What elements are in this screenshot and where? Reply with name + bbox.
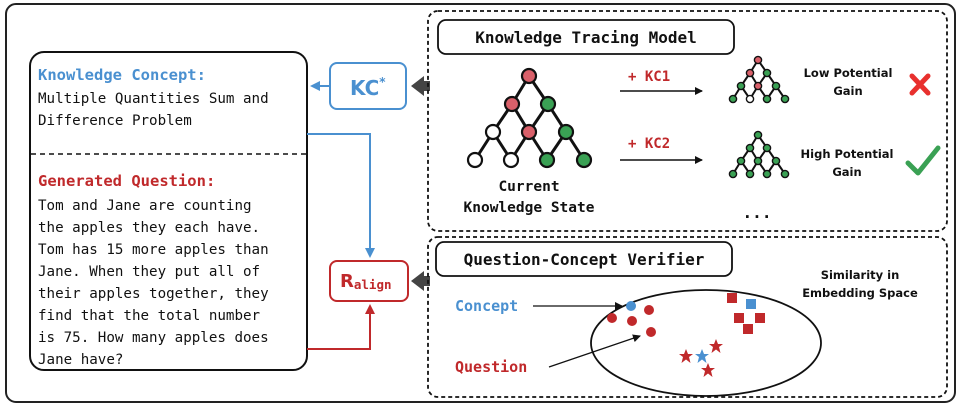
outer-frame xyxy=(5,3,956,403)
question-point xyxy=(743,324,753,334)
question-line-2: the apples they each have. xyxy=(38,220,260,236)
r-align-label: Ralign xyxy=(340,271,392,292)
space-label-line-1: Similarity in xyxy=(821,268,900,282)
tree-node xyxy=(520,123,538,141)
question-point xyxy=(644,305,654,315)
verifier-title: Question-Concept Verifier xyxy=(464,250,705,269)
question-point xyxy=(727,293,737,303)
left-panel xyxy=(29,51,308,371)
tree-node xyxy=(780,169,790,179)
tree-node xyxy=(736,81,746,91)
question-point xyxy=(755,313,765,323)
tree-node xyxy=(502,151,520,169)
concept-to-ralign-arrow xyxy=(307,133,375,258)
verifier-title-box xyxy=(435,241,733,277)
question-point xyxy=(646,327,656,337)
outcome-tree-high-nodes xyxy=(728,130,790,179)
outcome-tree-low xyxy=(732,59,786,100)
question-label: Question xyxy=(455,358,527,376)
tree-node xyxy=(745,68,755,78)
cross-icon xyxy=(909,73,931,96)
question-line-8: Jane have? xyxy=(38,352,123,368)
tree-node xyxy=(762,169,772,179)
tree-node xyxy=(753,81,763,91)
question-line-4: Jane. When they put all of xyxy=(38,264,260,280)
question-line-7: is 75. How many apples does xyxy=(38,330,269,346)
state-label-line-1: Current xyxy=(498,179,559,195)
tree-node xyxy=(771,156,781,166)
outcome-tree-low-nodes xyxy=(728,55,790,104)
tree-node xyxy=(762,68,772,78)
tree-node xyxy=(539,95,557,113)
tree-node xyxy=(753,156,763,166)
space-label-line-2: Embedding Space xyxy=(802,286,918,300)
tree-node xyxy=(745,169,755,179)
outcome2-line-1: High Potential xyxy=(801,147,894,161)
square-cluster xyxy=(727,293,765,334)
verifier-panel xyxy=(427,236,948,398)
kt-to-kc-arrow xyxy=(411,76,430,96)
question-point xyxy=(709,339,723,353)
tree-node xyxy=(728,169,738,179)
tree-node xyxy=(520,67,538,85)
tree-node xyxy=(484,123,502,141)
question-point xyxy=(734,313,744,323)
concept-text-line-2: Difference Problem xyxy=(38,113,192,129)
verifier-to-ralign-arrow xyxy=(411,271,430,291)
embedding-space xyxy=(590,289,822,397)
tree-node xyxy=(771,81,781,91)
outcome1-line-1: Low Potential xyxy=(804,66,893,80)
kt-model-title-box xyxy=(437,19,735,55)
tree-node xyxy=(753,55,763,65)
arrow-kc2-label: + KC2 xyxy=(628,136,670,152)
r-align-box xyxy=(329,260,409,302)
question-line-6: find that the total number xyxy=(38,308,260,324)
knowledge-state-nodes xyxy=(466,67,593,169)
tree-node xyxy=(575,151,593,169)
state-label-line-2: Knowledge State xyxy=(464,200,595,216)
tree-node xyxy=(557,123,575,141)
tree-node xyxy=(538,151,556,169)
question-point xyxy=(607,313,617,323)
tree-node xyxy=(745,94,755,104)
tree-node xyxy=(503,95,521,113)
kt-model-title: Knowledge Tracing Model xyxy=(475,28,697,47)
kc-box-label: KC* xyxy=(350,75,386,100)
arrow-kc1-label: + KC1 xyxy=(628,69,670,85)
tree-node xyxy=(728,94,738,104)
tree-node xyxy=(466,151,484,169)
tree-node xyxy=(736,156,746,166)
question-heading: Generated Question: xyxy=(38,172,215,190)
concept-point xyxy=(695,349,709,363)
tree-node xyxy=(780,94,790,104)
tree-node xyxy=(753,130,763,140)
question-point xyxy=(701,363,715,377)
outcome1-line-2: Gain xyxy=(833,84,862,98)
ellipsis: ... xyxy=(743,203,772,222)
question-to-ralign-arrow xyxy=(307,304,375,350)
question-line-5: their apples together, they xyxy=(38,286,269,302)
question-line-3: Tom has 15 more apples than xyxy=(38,242,269,258)
star-cluster xyxy=(679,339,723,377)
concept-text-line-1: Multiple Quantities Sum and xyxy=(38,91,269,107)
outcome-tree-high xyxy=(732,134,786,175)
tree-node xyxy=(762,143,772,153)
question-line-1: Tom and Jane are counting xyxy=(38,198,252,214)
tree-node xyxy=(762,94,772,104)
tree-node xyxy=(745,143,755,153)
concept-point xyxy=(746,299,756,309)
concept-label: Concept xyxy=(455,297,518,315)
question-point xyxy=(627,316,637,326)
question-pointer xyxy=(548,334,641,368)
question-circle-cluster xyxy=(607,305,656,337)
kt-model-panel xyxy=(427,10,948,232)
question-point xyxy=(679,349,693,363)
concept-point xyxy=(626,301,636,311)
check-icon xyxy=(905,145,941,176)
concept-heading: Knowledge Concept: xyxy=(38,66,206,84)
knowledge-state-tree xyxy=(473,75,586,161)
outcome2-line-2: Gain xyxy=(832,165,861,179)
